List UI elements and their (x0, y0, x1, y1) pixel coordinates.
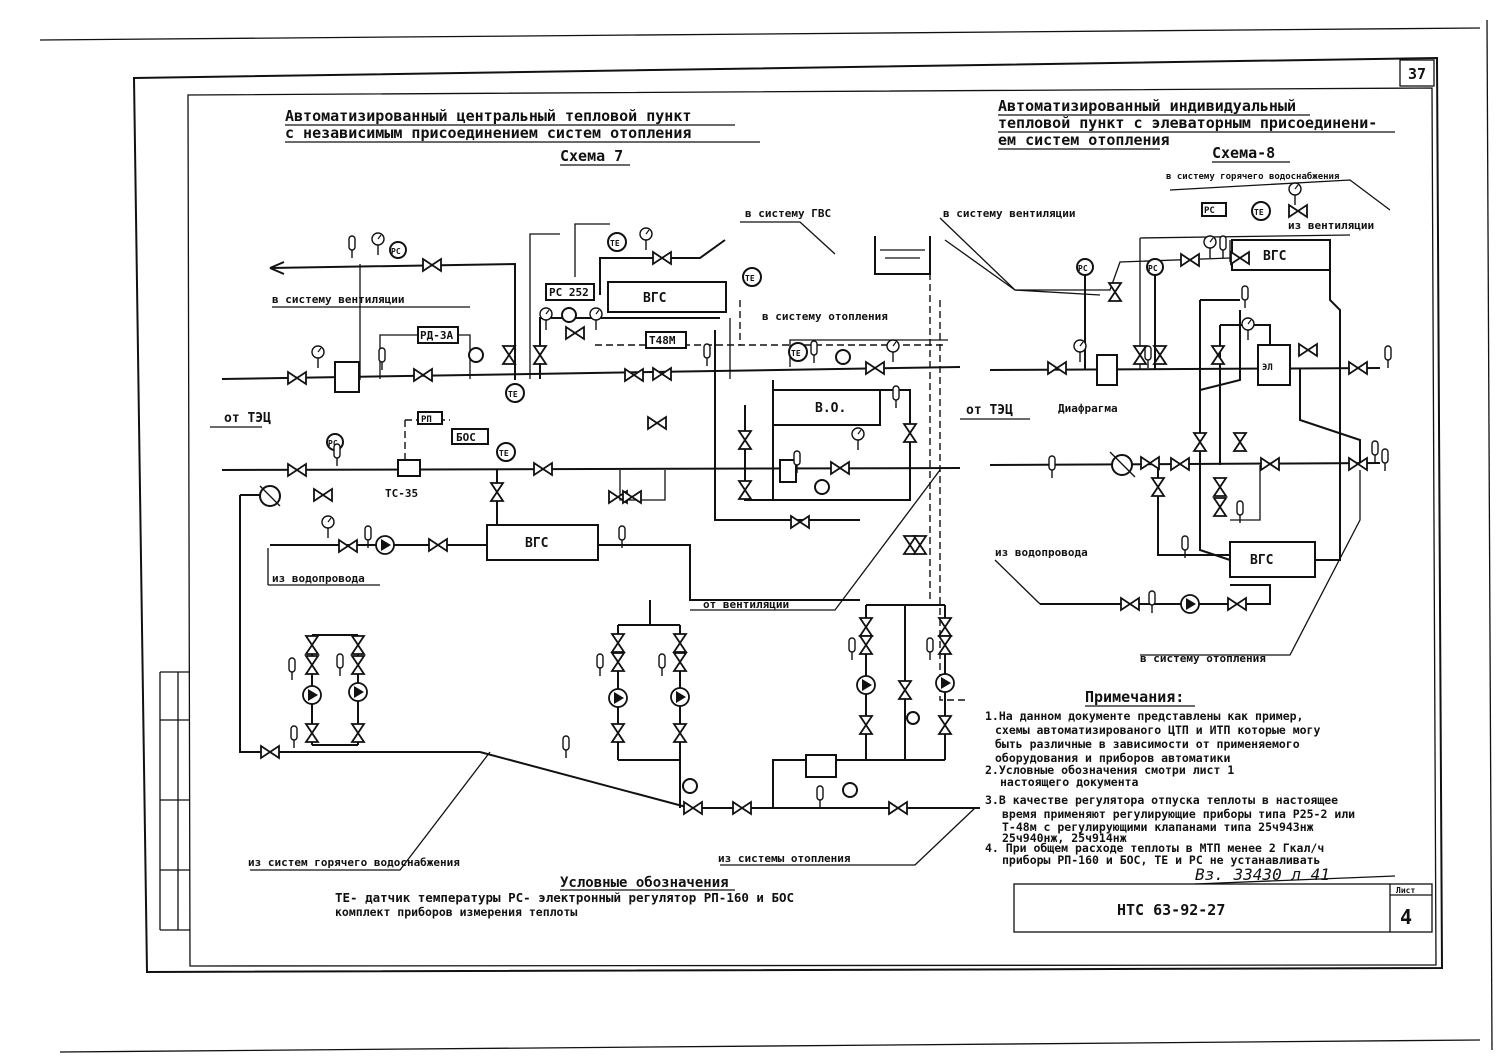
svg-text:РС: РС (1148, 264, 1158, 273)
from-water-right-label: из водопровода (995, 546, 1088, 559)
to-vent-top-label: в систему вентиляции (943, 207, 1075, 220)
legend-heading: Условные обозначения (560, 875, 729, 891)
bos-box (451, 428, 489, 445)
expansion-tank (874, 236, 931, 275)
legend-line-2: комплект приборов измерения теплоты (335, 905, 577, 919)
sheet-number: 37 (1408, 65, 1426, 83)
legend-line-1: ТЕ- датчик температуры РС- электронный р… (335, 890, 794, 905)
vgs-top (607, 281, 727, 313)
note-2-line-2: настоящего документа (1000, 775, 1139, 789)
from-tec-right-label: от ТЭЦ (966, 403, 1013, 418)
diaphragm-body (1096, 354, 1118, 386)
left-title-line2: с независимым присоединением систем отоп… (285, 124, 691, 142)
elevator-label: ЭЛ (1262, 363, 1273, 373)
vo-label: В.О. (815, 401, 846, 416)
from-tec-left-label: от ТЭЦ (224, 411, 271, 426)
t48m-box (645, 331, 687, 349)
to-heating-right-label: в систему отопления (1140, 652, 1266, 665)
notes-heading: Примечания: (1085, 688, 1184, 706)
rd3a-label: РД-3А (420, 329, 453, 342)
note-3-line-4: 25ч940нж, 25ч914нж (1002, 831, 1127, 845)
right-title-line3: ем систем отопления (998, 131, 1170, 149)
note-1-line-4: оборудования и приборов автоматики (995, 751, 1230, 765)
vgs-right-bottom-label: ВГС (1250, 553, 1273, 568)
note-1-line-1: 1.На данном документе представлены как п… (985, 709, 1304, 723)
from-water-left-label: из водопровода (272, 572, 365, 585)
inventory-number: Вз. 33430 л 41 (1195, 865, 1330, 884)
mud-trap (334, 361, 360, 393)
title-block: Вз. 33430 л 41 НТС 63-92-27 Лист 4 (1013, 865, 1433, 933)
rp-label: РП (421, 415, 432, 425)
note-2-line-1: 2.Условные обозначения смотри лист 1 (985, 763, 1234, 777)
scheme-8-equipment: ВГС ВГС РС ЭЛ ТЕ РС РС (1047, 182, 1392, 614)
vgs-right-top-label: ВГС (1263, 249, 1286, 264)
scheme-7-labels: в систему ГВС в систему вентиляции в сис… (210, 207, 1075, 869)
svg-text:ТЕ: ТЕ (791, 349, 801, 358)
right-title-line2: тепловой пункт с элеваторным присоединен… (998, 114, 1377, 132)
left-scheme-title: Схема 7 (560, 147, 623, 165)
svg-text:ТЕ: ТЕ (499, 449, 509, 458)
svg-text:РС: РС (1204, 206, 1215, 216)
rs252-box (545, 283, 595, 301)
note-4-line-2: приборы РП-160 и БОС, ТЕ и РС не устанав… (1002, 853, 1321, 867)
svg-text:ТЕ: ТЕ (1254, 208, 1264, 217)
rs-regulator: РС РС (326, 241, 858, 798)
legend: Условные обозначения ТЕ- датчик температ… (335, 875, 794, 919)
svg-text:РС: РС (391, 247, 401, 256)
vgs-right-bottom (1229, 541, 1316, 578)
to-vent-left-label: в систему вентиляции (272, 293, 404, 306)
rs-box-right (1201, 202, 1227, 217)
sheet-label: Лист (1396, 886, 1415, 895)
from-heating-label: из системы отопления (718, 852, 850, 865)
from-vent-label: от вентиляции (703, 598, 789, 611)
frame-outer (132, 56, 1444, 974)
note-3-line-1: 3.В качестве регулятора отпуска теплоты … (985, 793, 1338, 807)
rd3a-box (417, 326, 459, 344)
sheet-number-stamp: 4 (1400, 905, 1412, 929)
t48m-label: Т48М (649, 334, 676, 347)
ts35-label: ТС-35 (385, 487, 418, 500)
svg-text:ТЕ: ТЕ (745, 274, 755, 283)
scheme-7-equipment: ВГС В.О. ВГС РС 252 Т48М РД-3А БОС РП ТЕ… (259, 227, 955, 815)
elevator (1257, 344, 1291, 386)
bos-label: БОС (456, 431, 476, 444)
svg-text:РС: РС (328, 439, 338, 448)
right-scheme-title: Схема-8 (1212, 144, 1275, 162)
right-title-line1: Автоматизированный индивидуальный (998, 97, 1296, 115)
note-3-line-3: Т-48м с регулирующими клапанами типа 25ч… (1002, 820, 1314, 834)
svg-text:ТЕ: ТЕ (508, 390, 518, 399)
left-title-line1: Автоматизированный центральный тепловой … (285, 107, 691, 125)
to-heating-left-label: в систему отопления (762, 310, 888, 323)
mud-trap-bottom (805, 754, 837, 778)
to-hot-water-right-label: в систему горячего водоснабжения (1166, 171, 1339, 182)
vgs-bottom-label: ВГС (525, 536, 548, 551)
frame-inner (187, 87, 1437, 967)
note-4-line-1: 4. При общем расходе теплоты в МТП менее… (985, 841, 1324, 855)
vgs-top-label: ВГС (643, 291, 666, 306)
from-vent-right-label: из вентиляции (1288, 219, 1374, 232)
filter-vo (779, 459, 797, 483)
ts35-meter (397, 459, 421, 477)
te-sensor: ТЕ ТЕ ТЕ ТЕ ТЕ (496, 232, 808, 462)
diaphragm-label: Диафрагма (1058, 402, 1118, 415)
svg-text:РС: РС (1078, 264, 1088, 273)
from-hot-water-label: из систем горячего водоснабжения (248, 856, 460, 869)
vgs-bottom (486, 524, 599, 561)
note-3-line-2: время применяют регулирующие приборы тип… (1002, 807, 1355, 821)
note-1-line-2: схемы автоматизированого ЦТП и ИТП котор… (995, 723, 1320, 737)
note-1-line-3: быть различные в зависимости от применяе… (995, 737, 1300, 751)
drawing-code: НТС 63-92-27 (1117, 901, 1225, 919)
notes: Примечания: 1.На данном документе предст… (985, 688, 1355, 867)
scheme-8-labels: в систему горячего водоснабжения из вент… (960, 171, 1374, 665)
vo-heater (772, 389, 881, 426)
to-gvs-label: в систему ГВС (745, 207, 831, 220)
svg-text:ТЕ: ТЕ (610, 239, 620, 248)
rp-box (417, 411, 443, 425)
rs252-label: РС 252 (549, 286, 589, 299)
